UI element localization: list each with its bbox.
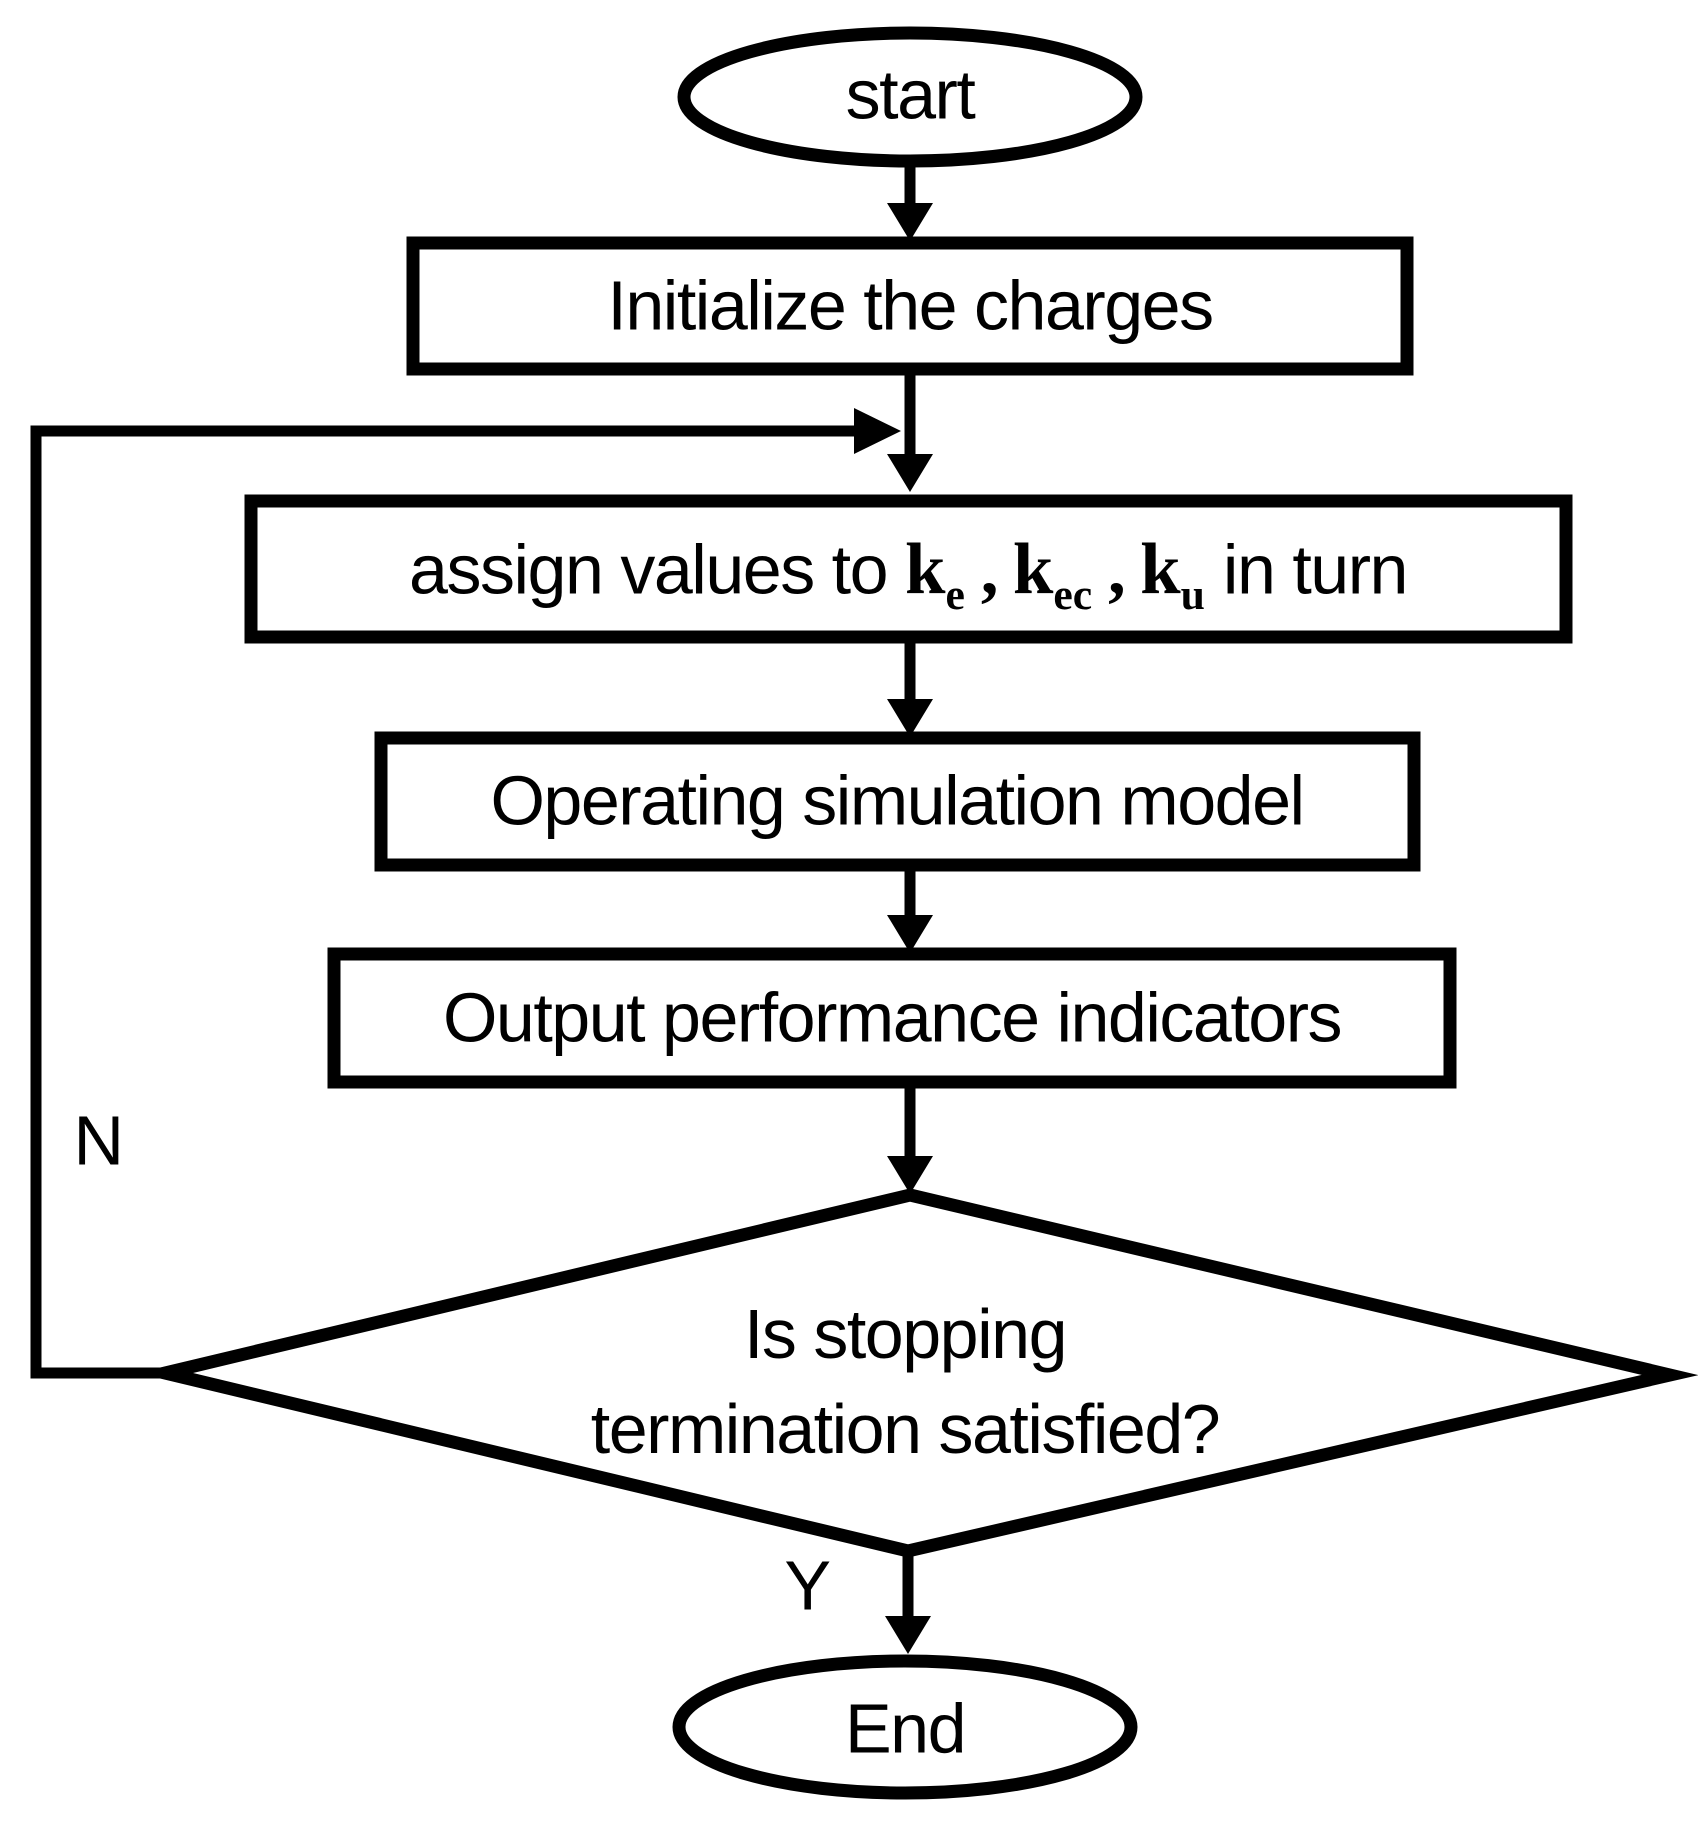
terminator-end-shape <box>672 1654 1138 1800</box>
arrowhead-decision-end <box>885 1616 931 1654</box>
terminator-start-shape <box>677 26 1143 168</box>
assign-label-sep2: , <box>1092 532 1141 610</box>
output-label: Output performance indicators <box>442 978 1343 1057</box>
operate-label: Operating simulation model <box>490 761 1305 840</box>
assign-label-prefix: assign values to <box>409 530 905 609</box>
assign-label-suffix: in turn <box>1204 530 1409 609</box>
arrowhead-loop-join <box>854 408 901 454</box>
symbol-k-u: ku <box>1140 528 1205 620</box>
branch-yes-label: Y <box>784 1546 831 1625</box>
assign-label: assign values to ke , kec , ku in turn <box>409 523 1409 620</box>
branch-no-label: N <box>73 1101 124 1180</box>
end-label: End <box>844 1689 967 1768</box>
arrowhead-output-decision <box>887 1156 933 1194</box>
process-operate-shape <box>374 731 1421 872</box>
symbol-k-ec: kec <box>1012 528 1093 620</box>
symbol-k-e: ke <box>904 528 965 620</box>
connectors <box>30 167 933 1654</box>
arrowhead-assign-operate <box>887 699 933 737</box>
node-shapes <box>137 26 1698 1800</box>
decision-diamond-shape <box>137 1188 1698 1558</box>
start-label: start <box>845 55 976 134</box>
edge-no-loop <box>30 425 856 1379</box>
arrowhead-operate-output <box>887 915 933 953</box>
process-init-shape <box>406 236 1414 376</box>
assign-label-sep1: , <box>964 532 1013 610</box>
arrowhead-start-init <box>887 203 933 241</box>
decision-label-line2: termination satisfied? <box>590 1390 1221 1468</box>
arrowhead-init-assign <box>887 454 933 492</box>
process-assign-shape <box>244 494 1573 644</box>
decision-label-line1: Is stopping <box>743 1294 1068 1373</box>
decision-label: Is stopping termination satisfied? <box>590 1287 1221 1477</box>
init-label: Initialize the charges <box>607 266 1214 345</box>
process-output-shape <box>327 947 1457 1089</box>
